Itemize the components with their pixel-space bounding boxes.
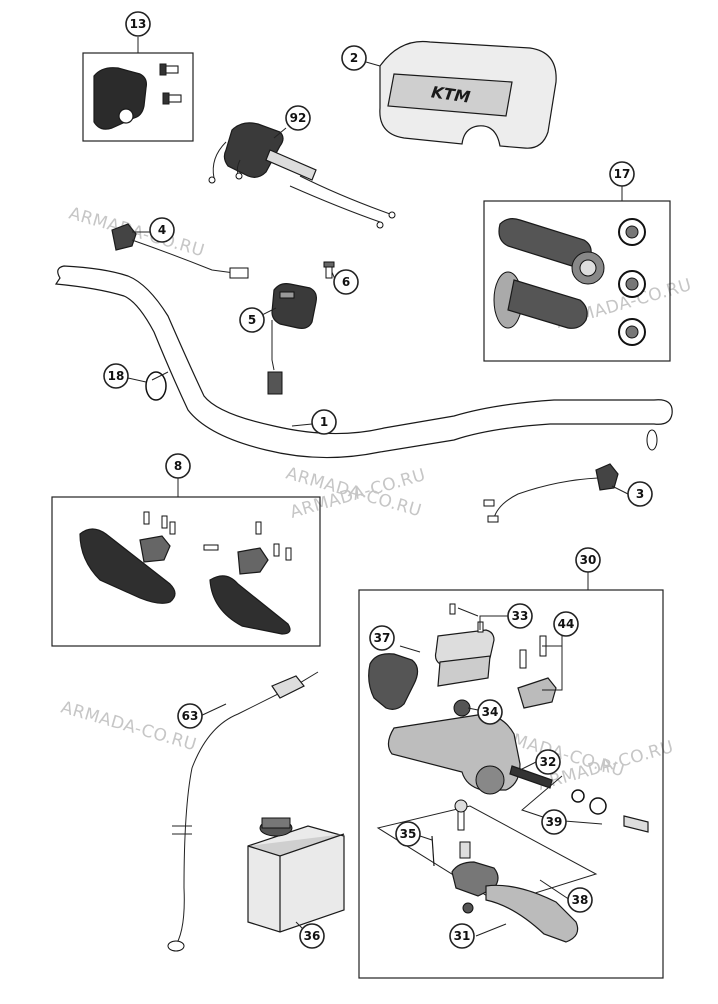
callout-36-label: 36	[304, 929, 321, 943]
callout-37-label: 37	[374, 631, 391, 645]
clamp-part-13	[93, 63, 182, 130]
callout-36[interactable]: 36	[299, 923, 325, 949]
handlebar-pad-part: KTM	[379, 40, 557, 149]
watermark-1: ARMADA-CO.RU	[67, 204, 207, 262]
watermarks: ARMADA-CO.RU ARMADA-CO.RU ARMADA-CO.RU A…	[59, 204, 694, 795]
callout-33-label: 33	[512, 609, 529, 623]
callout-37[interactable]: 37	[369, 625, 395, 651]
callout-31-label: 31	[454, 929, 471, 943]
callout-39-label: 39	[546, 815, 563, 829]
callout-92[interactable]: 92	[285, 105, 311, 131]
callout-18-label: 18	[108, 369, 125, 383]
grips-part-17	[493, 218, 646, 346]
callout-34-label: 34	[482, 705, 499, 719]
callout-92-label: 92	[290, 111, 307, 125]
callout-1[interactable]: 1	[311, 409, 337, 435]
oil-can-part-36	[247, 817, 345, 933]
callout-6[interactable]: 6	[333, 269, 359, 295]
callout-1-label: 1	[320, 415, 328, 429]
screw-part-6	[323, 261, 335, 279]
callout-44-label: 44	[558, 617, 575, 631]
callout-34[interactable]: 34	[477, 699, 503, 725]
callout-5[interactable]: 5	[239, 307, 265, 333]
callout-63-label: 63	[182, 709, 199, 723]
callout-31[interactable]: 31	[449, 923, 475, 949]
callout-2-label: 2	[350, 51, 358, 65]
callout-13[interactable]: 13	[125, 11, 151, 37]
callout-18[interactable]: 18	[103, 363, 129, 389]
cable-tie-part-18	[145, 371, 169, 401]
switch-part-5	[267, 283, 317, 395]
callout-17-label: 17	[614, 167, 631, 181]
callout-6-label: 6	[342, 275, 350, 289]
callout-38[interactable]: 38	[567, 887, 593, 913]
callout-5-label: 5	[248, 313, 256, 327]
callout-33[interactable]: 33	[507, 603, 533, 629]
callout-4[interactable]: 4	[149, 217, 175, 243]
callout-30[interactable]: 30	[575, 547, 601, 573]
callout-30-label: 30	[580, 553, 597, 567]
throttle-part-92	[208, 122, 396, 229]
callout-2[interactable]: 2	[341, 45, 367, 71]
box-8	[51, 496, 321, 647]
callout-3-label: 3	[636, 487, 644, 501]
callout-17[interactable]: 17	[609, 161, 635, 187]
master-cylinder-group-30	[368, 603, 649, 943]
watermark-5: ARMADA-CO.RU	[59, 698, 199, 756]
callout-4-label: 4	[158, 223, 166, 237]
box-30	[358, 589, 664, 979]
callout-63[interactable]: 63	[177, 703, 203, 729]
callout-38-label: 38	[572, 893, 589, 907]
box-17	[483, 200, 671, 362]
callout-8-label: 8	[174, 459, 182, 473]
callout-3[interactable]: 3	[627, 481, 653, 507]
wire-part-3	[483, 463, 619, 523]
hose-part-63	[167, 671, 319, 952]
callout-32[interactable]: 32	[535, 749, 561, 775]
callout-44[interactable]: 44	[553, 611, 579, 637]
callout-35[interactable]: 35	[395, 821, 421, 847]
callout-8[interactable]: 8	[165, 453, 191, 479]
callout-35-label: 35	[400, 827, 417, 841]
callout-39[interactable]: 39	[541, 809, 567, 835]
callout-13-label: 13	[130, 17, 147, 31]
handlebar-part-1	[54, 265, 673, 459]
hand-guards-part-8	[79, 511, 292, 635]
callout-32-label: 32	[540, 755, 557, 769]
kill-switch-part-4	[111, 223, 249, 279]
